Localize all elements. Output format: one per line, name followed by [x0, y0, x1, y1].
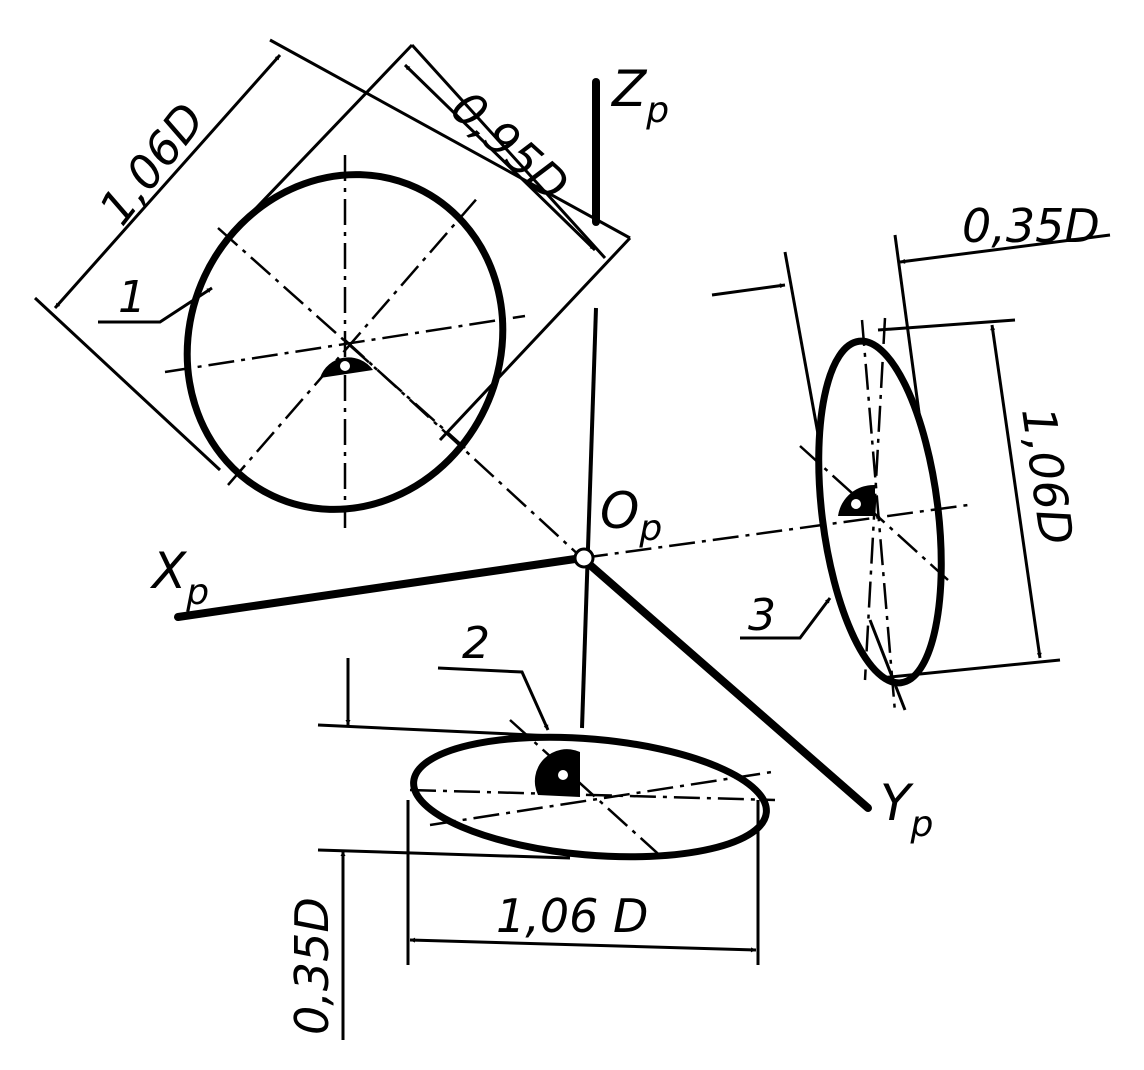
ellipse-2-angle-dot — [558, 770, 568, 780]
axes — [174, 78, 969, 812]
ellipse-1-angle-dot — [340, 361, 350, 371]
x-axis-label: Xp — [149, 542, 209, 613]
ellipse-1-major-label: 1,06D — [88, 93, 215, 235]
ellipse-3-bottom-extension — [879, 658, 1061, 680]
x-axis-extension — [581, 503, 969, 560]
ellipse-1-group: 1 1,06D 0,95D — [33, 38, 632, 528]
ellipse-1-major-dimension-line — [53, 54, 282, 309]
z-axis-label: Zp — [610, 60, 669, 131]
ellipse-1-leader — [98, 286, 213, 324]
y-axis-label: Yp — [880, 774, 933, 845]
ellipse-3-minor-label: 0,35D — [962, 199, 1100, 253]
ellipse-2-group: 2 1,06 D 0,35D — [285, 618, 776, 1040]
ellipse-1-minor-axis — [227, 194, 481, 486]
ellipse-2-y-direction-axis — [509, 719, 666, 861]
z-axis-lower — [580, 307, 598, 729]
x-axis-subscript: p — [185, 572, 209, 613]
ellipse-3-lower-extension — [868, 619, 907, 711]
y-axis-letter: Y — [880, 774, 914, 832]
z-axis-subscript: p — [645, 90, 669, 131]
ellipse-3-top-extension — [877, 318, 1016, 332]
ellipse-3-minor-arrow-left — [711, 283, 786, 297]
axis-labels: Zp Xp Yp Op — [149, 60, 933, 845]
ellipse-1-number: 1 — [118, 272, 146, 323]
ellipse-2-top-extension — [317, 723, 576, 739]
origin-subscript: p — [638, 508, 662, 549]
ellipse-1-horizontal-axis — [164, 314, 526, 374]
ellipse-1-tangent-lower-left — [33, 296, 222, 472]
ellipse-2-leader — [437, 666, 550, 731]
ellipse-2-angle-mark — [534, 749, 580, 797]
ellipse-1-minor-dimension-line — [403, 63, 597, 252]
origin-label: Op — [600, 482, 662, 549]
ellipse-3-number: 3 — [748, 590, 776, 641]
ellipse-2-x-direction-axis — [429, 770, 773, 827]
ellipse-3-left-extension — [783, 251, 822, 446]
ellipse-2-number: 2 — [462, 618, 490, 669]
origin-letter: O — [600, 482, 639, 540]
ellipse-1-tangent-lower-right — [438, 236, 632, 442]
z-axis-letter: Z — [610, 60, 648, 118]
y-axis-subscript: p — [910, 804, 934, 845]
ellipse-3-leader — [740, 597, 832, 640]
ellipse-3 — [815, 337, 945, 687]
x-axis-letter: X — [149, 542, 188, 600]
ellipse-1-major-axis — [217, 227, 466, 449]
ellipse-3-angle-dot — [851, 499, 861, 509]
ellipse-2 — [410, 733, 770, 861]
ellipse-3-group: 3 0,35D 1,06D — [711, 199, 1111, 713]
ellipse-3-major-dimension-line — [990, 324, 1042, 659]
ellipse-2-major-label: 1,06 D — [496, 889, 648, 943]
ellipse-2-bottom-extension — [317, 848, 571, 860]
origin-point — [573, 547, 595, 569]
x-axis — [174, 554, 586, 621]
ellipse-2-major-dimension-line — [409, 937, 757, 953]
ellipse-2-minor-label: 0,35D — [285, 897, 339, 1035]
y-axis — [578, 554, 872, 812]
ellipse-3-minor-arrow-right — [899, 233, 1111, 264]
